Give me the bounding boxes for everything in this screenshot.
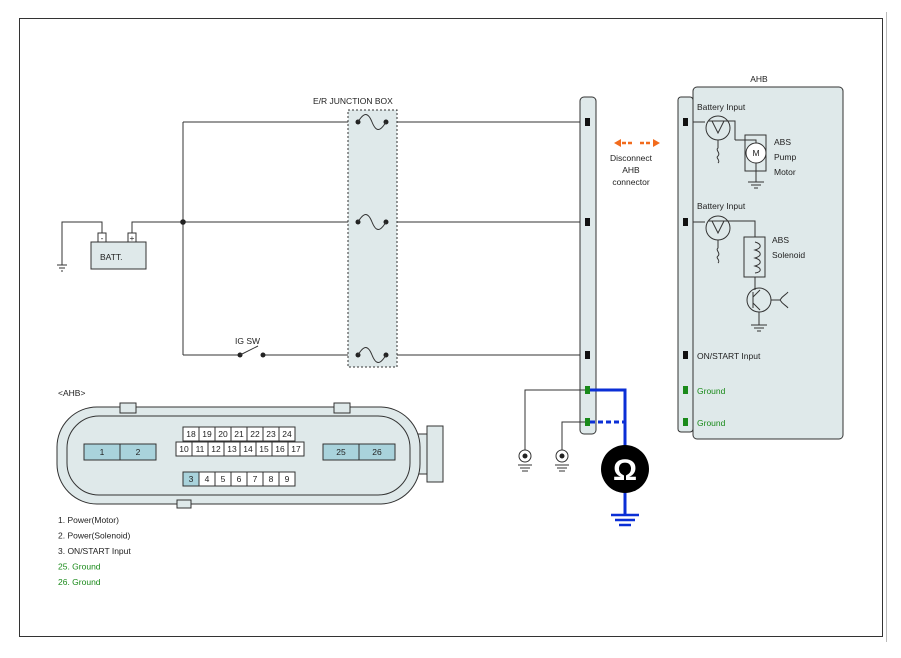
motor-icon: M [735,134,767,189]
relay-icon [693,115,736,164]
connector-pin [278,471,296,487]
ahb-title: AHB [750,74,768,84]
connector-pins-ground: 25 26 [322,443,396,461]
abs-solenoid-line1: ABS [772,235,789,245]
connector-legend-item: 2. Power(Solenoid) [58,531,130,541]
connector-pin-number: 21 [234,429,244,439]
ground-icon [518,449,532,472]
on-start-input-label: ON/START Input [697,351,761,361]
connector-pin-number: 19 [202,429,212,439]
connector-pin-number: 2 [136,447,141,457]
connector-pin-row-top: 18 19 20 21 22 23 24 [182,426,296,442]
battery-input-1-label: Battery Input [697,102,746,112]
connector-pin-number: 25 [336,447,346,457]
transistor-icon [746,287,789,332]
connector-pin-number: 18 [186,429,196,439]
abs-pump-motor-line1: ABS [774,137,791,147]
connector-legend-item: 3. ON/START Input [58,546,131,556]
ground-1-label: Ground [697,386,726,396]
connector-pin-number: 14 [243,444,253,454]
disconnect-note-line1: Disconnect [610,153,653,163]
junction-box-label: E/R JUNCTION BOX [313,96,393,106]
connector-pin-number: 17 [291,444,301,454]
abs-solenoid-line2: Solenoid [772,250,805,260]
junction-box: E/R JUNCTION BOX [313,96,398,368]
connector-pin-row-bottom: 3 4 5 6 7 8 9 [182,471,296,487]
connector-pin-number: 6 [237,474,242,484]
connector-pin-number: 7 [253,474,258,484]
connector-pin-number: 8 [269,474,274,484]
ohm-symbol: Ω [613,454,637,487]
connector-pin-row-middle: 10 11 12 13 14 15 16 17 [175,441,305,457]
motor-symbol: M [752,148,759,158]
connector-pin-number: 26 [372,447,382,457]
connector-pin [119,443,157,461]
window-edge [886,12,887,642]
connector-legend-item: 1. Power(Motor) [58,515,119,525]
disconnect-note-line3: connector [612,177,649,187]
connector-legend: 1. Power(Motor) 2. Power(Solenoid) 3. ON/S… [58,515,131,587]
connector-pin [287,441,305,457]
ground-wiring [524,389,585,450]
ohmmeter-icon: Ω [601,445,649,493]
disconnect-arrows-icon [614,139,660,147]
harness-connector [579,96,597,435]
connector-title: <AHB> [58,388,85,398]
connector-pin [278,426,296,442]
disconnect-note-line2: AHB [622,165,640,175]
connector-pin-number: 1 [100,447,105,457]
fuse-icon [350,347,395,363]
connector-pin-number: 3 [189,474,194,484]
abs-pump-motor-line2: Pump [774,152,796,162]
battery-neg-label: - [101,233,104,243]
battery-label: BATT. [100,252,123,262]
connector-pin-number: 13 [227,444,237,454]
connector-pin [358,443,396,461]
fuse-icon [350,114,395,130]
connector-pin-number: 20 [218,429,228,439]
battery-ground-icon [57,221,103,272]
connector-pin-number: 4 [205,474,210,484]
battery: - + BATT. [90,232,147,270]
ahb-module: AHB Battery Input Battery Input M [677,74,844,440]
connector-legend-item: 25. Ground [58,562,101,572]
solenoid-icon [743,236,766,290]
connector-pin-number: 10 [179,444,189,454]
connector-pin-number: 5 [221,474,226,484]
ohmmeter-probe-wiring [590,388,639,527]
connector-pin-number: 22 [250,429,260,439]
battery-input-2-label: Battery Input [697,201,746,211]
connector-pin-number: 12 [211,444,221,454]
connector-legend-item: 26. Ground [58,577,101,587]
ground-icon [555,449,569,472]
ig-sw-label: IG SW [235,336,260,346]
connector-pin-number: 24 [282,429,292,439]
battery-pos-label: + [130,233,135,243]
connector-pin-number: 15 [259,444,269,454]
connector-pin-number: 23 [266,429,276,439]
relay-icon [693,215,756,264]
connector-pin-number: 9 [285,474,290,484]
connector-pin-number: 11 [196,444,205,454]
connector-pin-number: 16 [275,444,285,454]
ignition-switch: IG SW [235,336,266,358]
fuse-icon [350,214,395,230]
ground-2-label: Ground [697,418,726,428]
abs-pump-motor-line3: Motor [774,167,796,177]
